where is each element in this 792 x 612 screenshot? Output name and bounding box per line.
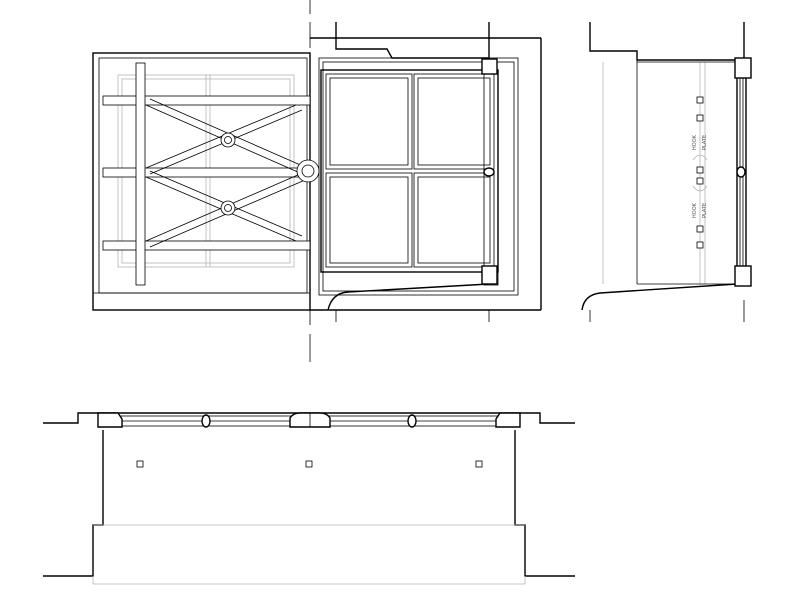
rosette-icon — [220, 132, 320, 216]
side-note-2: PLATE — [702, 135, 708, 150]
elevation-left-shutter — [92, 52, 320, 311]
side-note-1: HOOK — [692, 134, 698, 150]
side-note-4: PLATE — [702, 203, 708, 218]
side-note-3: HOOK — [692, 202, 698, 218]
side-section: HOOK PLATE HOOK PLATE — [581, 22, 752, 322]
plan-section — [43, 412, 575, 585]
elevation-right-sash — [310, 22, 542, 322]
